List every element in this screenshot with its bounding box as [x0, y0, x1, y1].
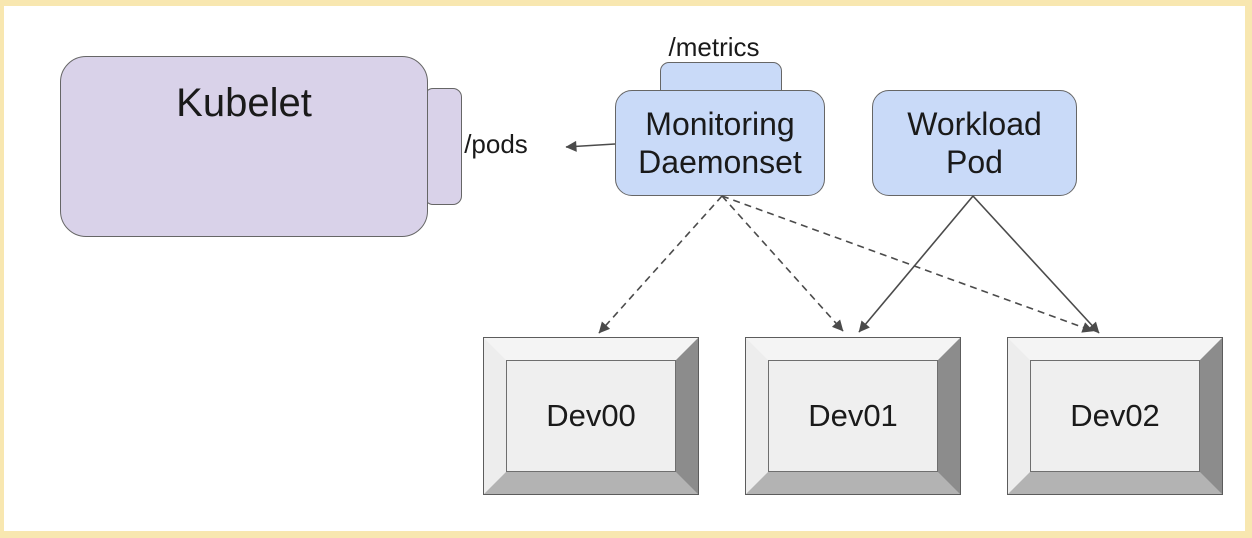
pods-endpoint-label: /pods	[464, 129, 528, 159]
kubelet-label: Kubelet	[176, 81, 312, 125]
monitoring-daemonset-node[interactable]: Monitoring Daemonset	[615, 90, 825, 196]
monitoring-daemonset-label-line1: Monitoring	[645, 106, 795, 142]
device-label: Dev01	[808, 398, 898, 433]
device-face: Dev00	[506, 360, 676, 472]
metrics-endpoint-label: /metrics	[668, 32, 760, 62]
kubelet-pods-port-tab	[424, 88, 462, 205]
workload-pod-node[interactable]: Workload Pod	[872, 90, 1077, 196]
workload-pod-label-line2: Pod	[946, 144, 1003, 180]
device-label: Dev02	[1070, 398, 1160, 433]
workload-pod-label-line1: Workload	[907, 106, 1042, 142]
device-label: Dev00	[546, 398, 636, 433]
device-face: Dev01	[768, 360, 938, 472]
monitoring-daemonset-label-line2: Daemonset	[638, 144, 802, 180]
device-dev02[interactable]: Dev02	[1007, 337, 1223, 495]
device-dev01[interactable]: Dev01	[745, 337, 961, 495]
device-face: Dev02	[1030, 360, 1200, 472]
device-dev00[interactable]: Dev00	[483, 337, 699, 495]
kubelet-node[interactable]: Kubelet	[60, 56, 428, 237]
